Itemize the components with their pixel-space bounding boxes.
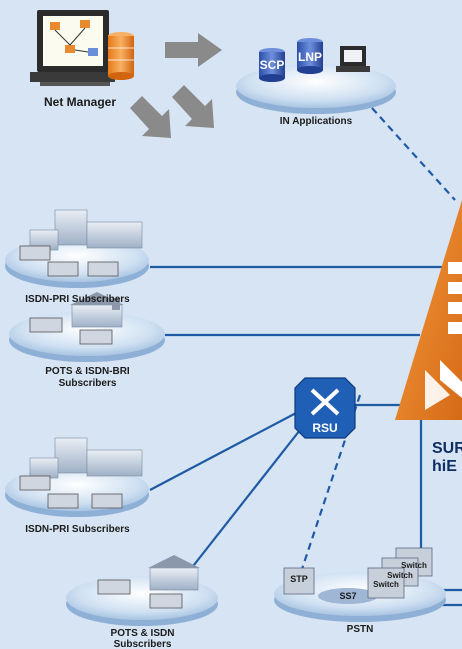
switch-name-line2: hiE xyxy=(432,458,457,475)
isdn-pri-group-1 xyxy=(5,209,149,288)
stp-tag: STP xyxy=(290,574,308,584)
lnp-tag: LNP xyxy=(298,50,322,64)
pots-bri-label-2: Subscribers xyxy=(58,378,117,389)
link-in-switch xyxy=(371,107,456,201)
switch-name-line1: SURF xyxy=(432,440,462,457)
pots-isdn-label-1: POTS & ISDN xyxy=(110,628,175,639)
isdn-pri-label-1: ISDN-PRI Subscribers xyxy=(25,294,130,305)
link-pots-isdn xyxy=(189,429,301,571)
net-manager-label: Net Manager xyxy=(43,95,117,109)
pots-bri-label-1: POTS & ISDN-BRI xyxy=(45,366,130,377)
scp-tag: SCP xyxy=(260,58,285,72)
isdn-pri-group-2 xyxy=(5,437,149,517)
pots-isdn-group xyxy=(66,555,218,626)
in-applications-label: IN Applications xyxy=(279,116,353,127)
in-applications-platform xyxy=(236,38,396,114)
net-manager-icon xyxy=(30,10,134,86)
rsu-node xyxy=(294,377,356,439)
link-isdn-pri-2 xyxy=(149,411,299,491)
arrow-diag-1 xyxy=(172,85,214,128)
pstn-label: PSTN xyxy=(346,624,374,635)
ss7-tag: SS7 xyxy=(339,591,356,601)
arrows xyxy=(130,33,222,138)
pots-bri-group xyxy=(9,292,165,362)
arrow-right xyxy=(165,33,222,67)
dashed-links xyxy=(298,107,456,576)
link-rsu-stp xyxy=(298,394,362,576)
switch-tag-a: Switch xyxy=(401,561,427,570)
switch-triangle xyxy=(395,200,462,420)
rsu-tag: RSU xyxy=(312,421,337,435)
pots-isdn-label-2: Subscribers xyxy=(113,639,172,649)
switch-tag-b: Switch xyxy=(387,571,413,580)
solid-links xyxy=(149,265,462,607)
arrow-diag-2 xyxy=(130,96,171,138)
pstn-platform xyxy=(274,547,446,622)
isdn-pri-label-2: ISDN-PRI Subscribers xyxy=(25,524,130,535)
switch-tag-c: Switch xyxy=(373,580,399,589)
